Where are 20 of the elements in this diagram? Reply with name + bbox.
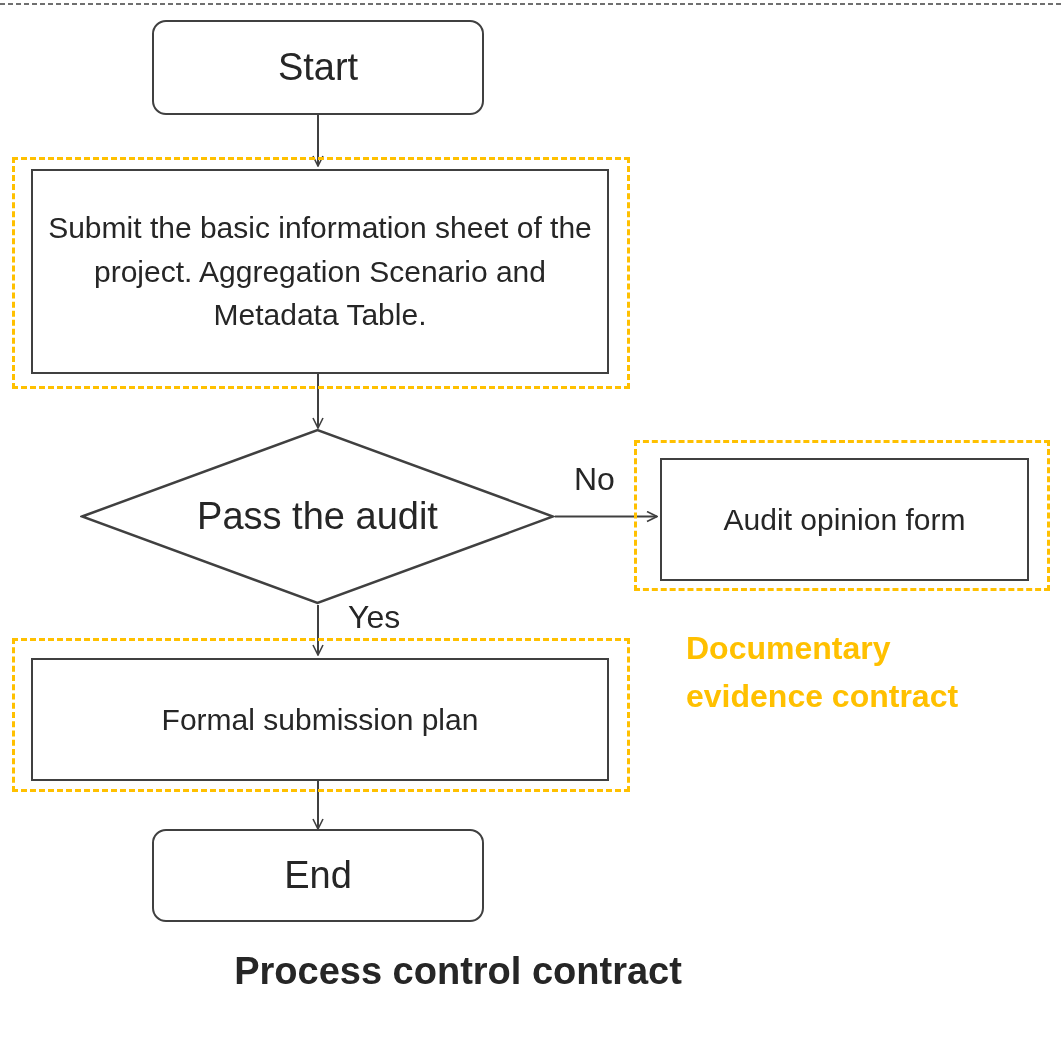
process-box [31,658,609,781]
process-box [660,458,1029,581]
process-box [31,169,609,374]
terminal-box [152,829,484,922]
node-text: Formal submission plan [161,701,479,738]
dashed-frame [634,440,1050,591]
group-label: Documentary evidence contract [686,629,960,716]
node-text: Start [277,44,359,90]
dashed-frame [12,157,630,389]
terminal-box [152,20,484,115]
arrow [312,604,324,656]
dashed-frame [12,638,630,792]
node-text: End [284,852,352,898]
arrow [312,114,324,167]
node-text: Submit the basic information sheet of the project. Aggregation Scenario and Metadata Table. [47,210,593,334]
node-text: Audit opinion form [723,501,966,538]
arrow [554,510,658,523]
node-text: Pass the audit [197,493,438,539]
decision-diamond [80,428,555,605]
caption: Process control contract [233,950,683,993]
